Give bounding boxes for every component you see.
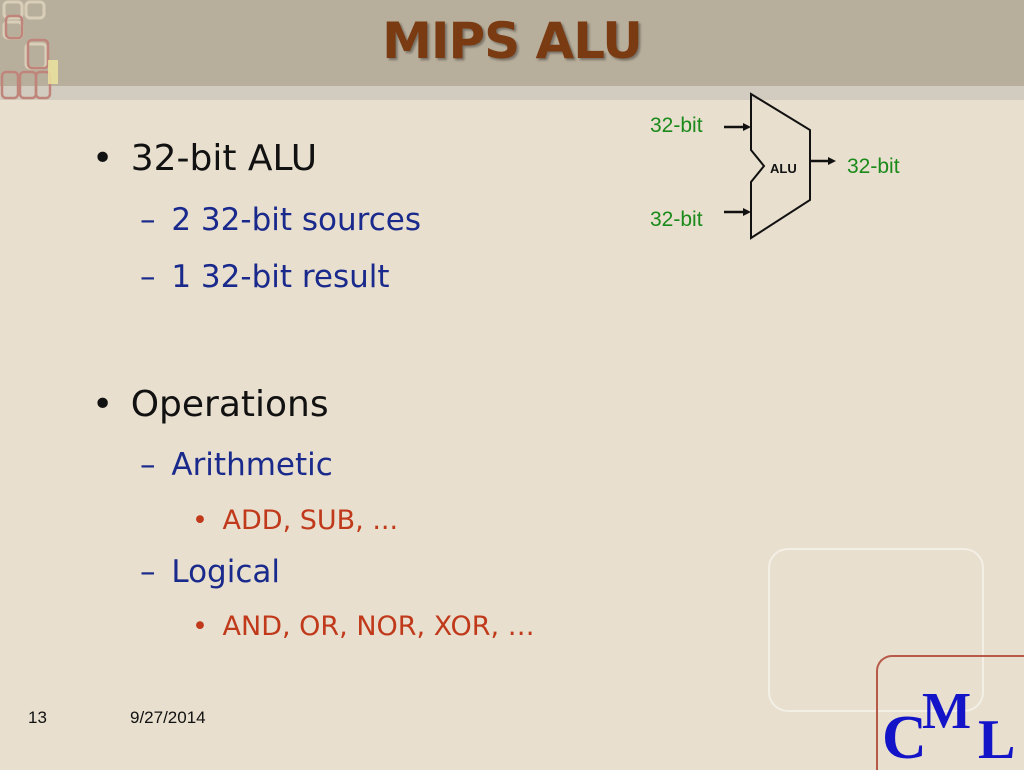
- output-arrow: [810, 157, 836, 165]
- logo-letter-m: M: [922, 683, 971, 740]
- bullet-marker: –: [140, 554, 156, 590]
- bullet-marker: •: [192, 611, 208, 642]
- bullet-marker: •: [92, 138, 114, 179]
- logo-letter-c: C: [882, 704, 927, 768]
- bullet-marker: –: [140, 202, 156, 238]
- bullet-marker: –: [140, 447, 156, 483]
- input-a-label: 32-bit: [650, 114, 703, 137]
- bullet-level2: – 1 32-bit result: [140, 259, 390, 295]
- input-a-arrow: [724, 123, 751, 131]
- bullet-level1: • Operations: [92, 384, 329, 425]
- bullet-text: AND, OR, NOR, XOR, …: [222, 611, 535, 642]
- bullet-level3: • AND, OR, NOR, XOR, …: [192, 611, 535, 642]
- header-bar: [0, 0, 1024, 86]
- bullet-marker: •: [192, 505, 208, 536]
- input-b-arrow: [724, 208, 751, 216]
- corner-decoration: [0, 0, 58, 100]
- cml-logo: C M L: [882, 683, 1015, 768]
- bullet-text: ADD, SUB, ...: [222, 505, 399, 536]
- footer-date: 9/27/2014: [130, 708, 206, 727]
- input-b-label: 32-bit: [650, 208, 703, 231]
- alu-block-shape: [750, 92, 811, 240]
- bullet-level2: – 2 32-bit sources: [140, 202, 421, 238]
- slide-title: MIPS ALU: [382, 12, 643, 70]
- output-label: 32-bit: [847, 155, 900, 178]
- logo-letter-l: L: [978, 709, 1015, 768]
- bullet-marker: –: [140, 259, 156, 295]
- bullet-text: 32-bit ALU: [130, 138, 318, 179]
- alu-diagram-graphic: [724, 92, 836, 240]
- bullet-text: Logical: [171, 554, 280, 590]
- header-strip: [0, 86, 1024, 100]
- bullet-level3: • ADD, SUB, ...: [192, 505, 398, 536]
- bullet-text: 2 32-bit sources: [171, 202, 421, 238]
- bullet-text: 1 32-bit result: [171, 259, 390, 295]
- bullet-level1: • 32-bit ALU: [92, 138, 317, 179]
- bullet-level2: – Logical: [140, 554, 280, 590]
- alu-diagram: 32-bit 32-bit 32-bit ALU: [640, 90, 930, 250]
- slide-number: 13: [28, 708, 47, 727]
- bullet-text: Operations: [130, 384, 329, 425]
- bullet-level2: – Arithmetic: [140, 447, 333, 483]
- alu-block-label: ALU: [770, 161, 797, 176]
- bullet-marker: •: [92, 384, 114, 425]
- logo-frame: [876, 655, 1024, 770]
- bullet-text: Arithmetic: [171, 447, 333, 483]
